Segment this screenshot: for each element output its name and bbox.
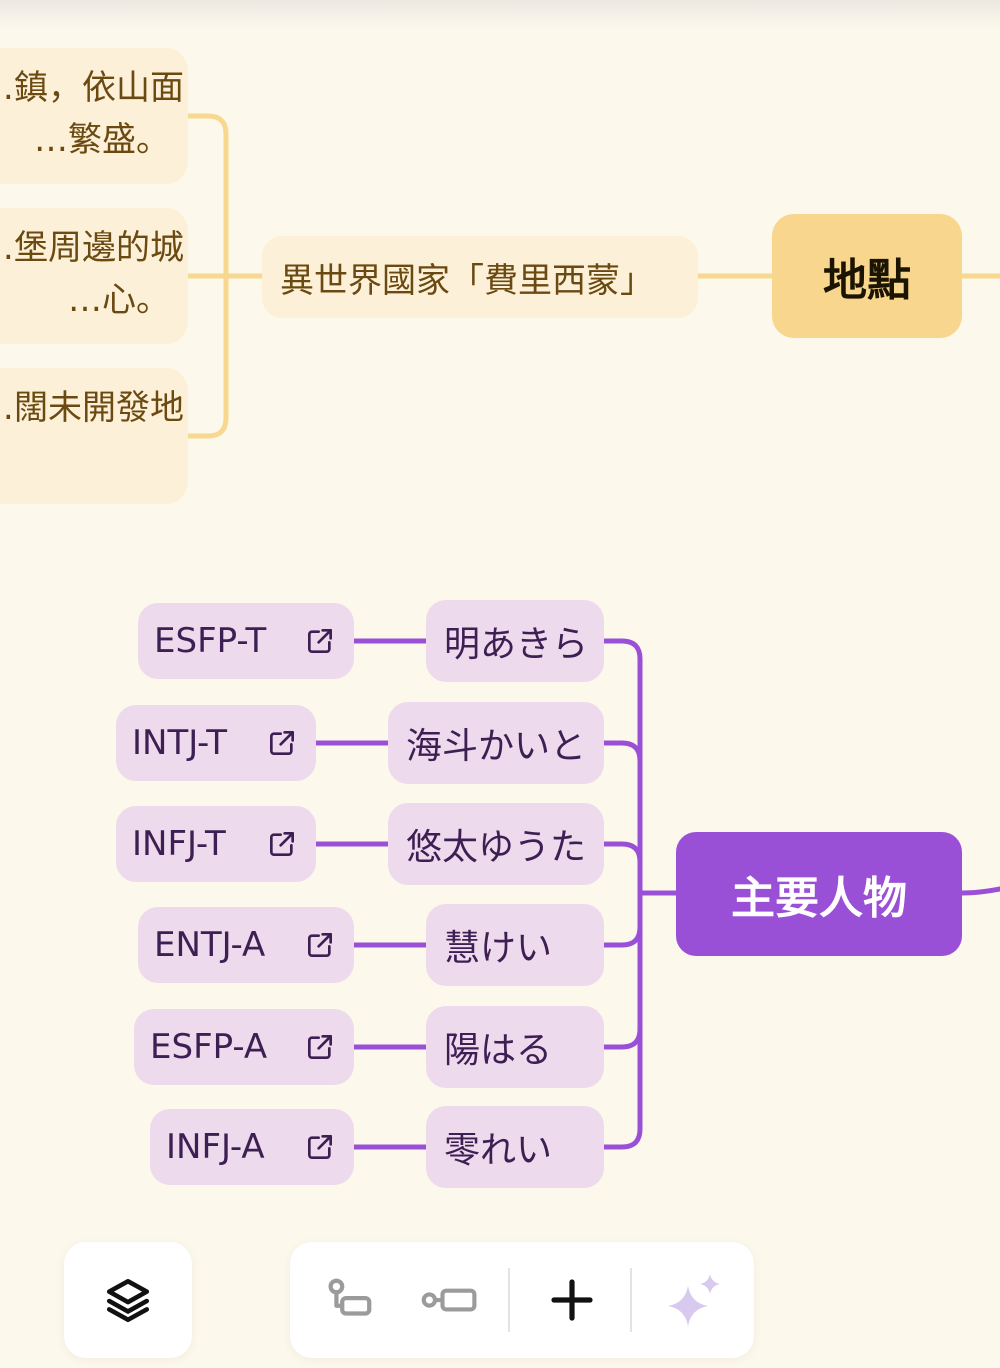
location-leaf-3[interactable]: …闊未開發地 (0, 368, 188, 504)
location-leaf-1[interactable]: …鎮，依山面 …繁盛。 (0, 48, 188, 184)
characters-root-node[interactable]: 主要人物 (676, 832, 962, 956)
mbti-label-6: INFJ-A (166, 1127, 265, 1167)
toolbar-divider (508, 1268, 510, 1332)
location-root-label: 地點 (823, 255, 911, 306)
external-link-icon[interactable] (304, 1031, 336, 1063)
layers-button[interactable] (64, 1242, 192, 1358)
mbti-label-5: ESFP-A (150, 1027, 268, 1067)
character-node-5[interactable]: 陽はる (426, 1006, 604, 1088)
plus-icon (551, 1279, 593, 1321)
character-node-1[interactable]: 明あきら (426, 600, 604, 682)
external-link-icon[interactable] (266, 828, 298, 860)
mbti-label-3: INFJ-T (132, 824, 226, 864)
location-leaf-3-line1: …闊未開發地 (0, 388, 184, 428)
character-node-2[interactable]: 海斗かいと (388, 702, 604, 784)
external-link-icon[interactable] (304, 1131, 336, 1163)
add-node-button[interactable] (522, 1242, 622, 1358)
ai-sparkle-icon (668, 1274, 720, 1326)
top-edge-shadow (0, 0, 1000, 30)
mbti-node-3[interactable]: INFJ-T (116, 806, 316, 882)
add-child-icon (328, 1278, 372, 1316)
location-leaf-1-line2: …繁盛。 (34, 120, 170, 160)
characters-root-label: 主要人物 (731, 873, 907, 924)
mbti-node-2[interactable]: INTJ-T (116, 705, 316, 781)
add-sibling-icon (421, 1288, 477, 1312)
location-country-node[interactable]: 異世界國家「費里西蒙」 (262, 236, 698, 318)
toolbar-divider (630, 1268, 632, 1332)
mbti-label-4: ENTJ-A (154, 925, 266, 965)
location-leaf-2-line2: …心。 (68, 280, 170, 320)
external-link-icon[interactable] (304, 625, 336, 657)
mbti-node-5[interactable]: ESFP-A (134, 1009, 354, 1085)
mbti-label-1: ESFP-T (154, 621, 267, 661)
character-name-1: 明あきら (444, 624, 589, 665)
character-name-6: 零れい (444, 1130, 553, 1171)
mbti-node-1[interactable]: ESFP-T (138, 603, 354, 679)
ai-assistant-button[interactable] (644, 1242, 744, 1358)
character-name-2: 海斗かいと (406, 726, 587, 767)
location-root-node[interactable]: 地點 (772, 214, 962, 338)
location-leaf-1-line1: …鎮，依山面 (0, 68, 184, 108)
add-sibling-node-button[interactable] (400, 1242, 500, 1358)
mbti-node-6[interactable]: INFJ-A (150, 1109, 354, 1185)
external-link-icon[interactable] (304, 929, 336, 961)
character-name-5: 陽はる (444, 1030, 553, 1071)
character-name-3: 悠太ゆうた (406, 827, 587, 868)
mbti-node-4[interactable]: ENTJ-A (138, 907, 354, 983)
mbti-label-2: INTJ-T (132, 723, 227, 763)
character-node-3[interactable]: 悠太ゆうた (388, 803, 604, 885)
character-name-4: 慧けい (444, 928, 553, 969)
character-node-6[interactable]: 零れい (426, 1106, 604, 1188)
location-leaf-2[interactable]: …堡周邊的城 …心。 (0, 208, 188, 344)
node-toolbar (290, 1242, 754, 1358)
external-link-icon[interactable] (266, 727, 298, 759)
layers-icon (106, 1278, 150, 1323)
location-leaf-2-line1: …堡周邊的城 (0, 228, 184, 268)
add-child-node-button[interactable] (298, 1242, 398, 1358)
location-country-label: 異世界國家「費里西蒙」 (280, 260, 654, 301)
character-node-4[interactable]: 慧けい (426, 904, 604, 986)
